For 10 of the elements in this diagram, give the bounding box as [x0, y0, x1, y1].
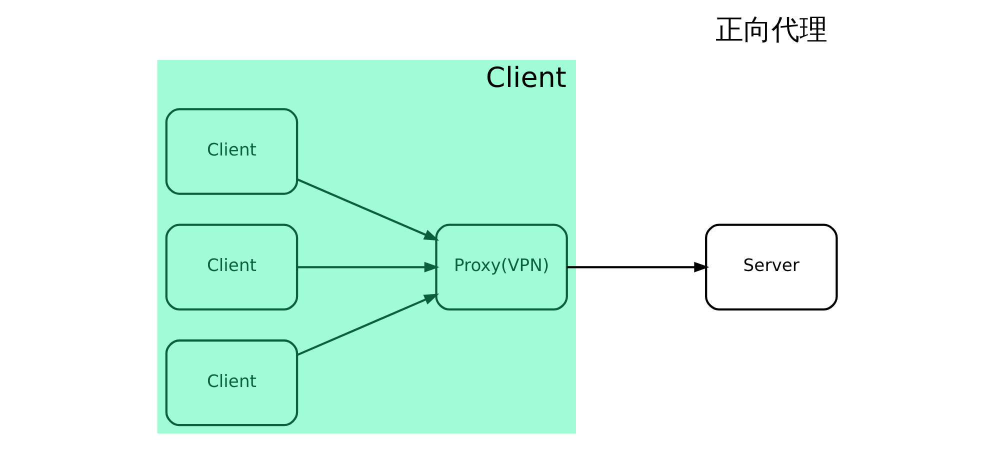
arrow: [296, 178, 439, 241]
node-box: Client: [164, 224, 298, 311]
diagram-title: 正向代理: [714, 12, 827, 46]
arrow: [296, 294, 439, 356]
arrow: [296, 262, 439, 272]
node-box: Client: [164, 339, 298, 426]
arrow: [566, 262, 709, 272]
node-box: Proxy(VPN): [434, 224, 568, 311]
node-box: Server: [704, 224, 838, 311]
node-box: Client: [164, 108, 298, 195]
